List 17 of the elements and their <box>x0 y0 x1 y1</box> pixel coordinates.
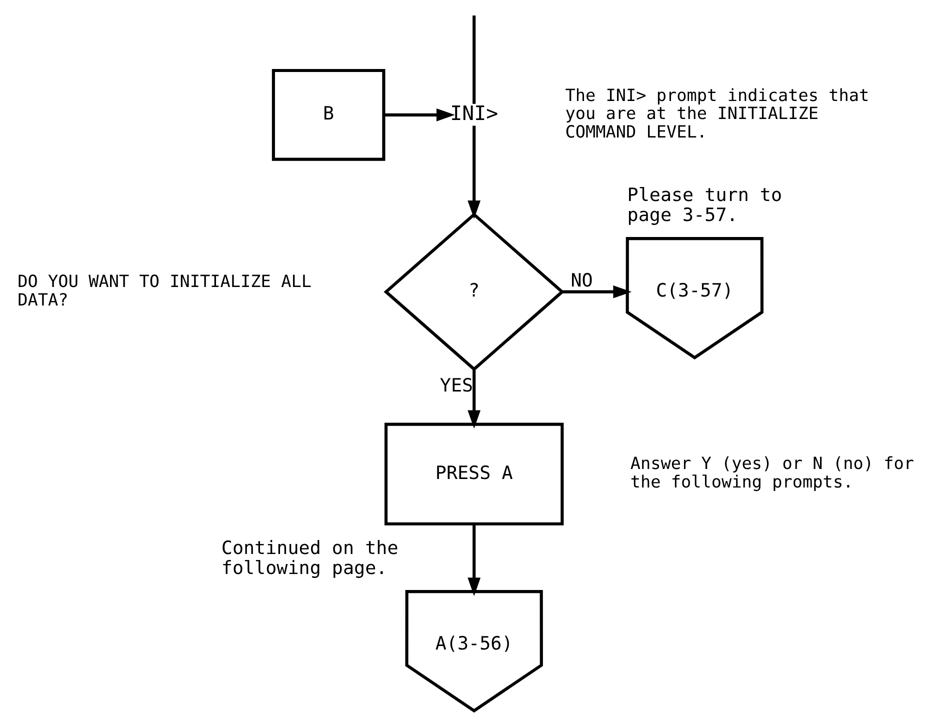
arrow <box>384 108 455 122</box>
node-label: Please turn to page 3-57. <box>627 184 782 226</box>
edge-label: NO <box>570 270 593 292</box>
node-text: INI> <box>450 102 498 126</box>
arrow <box>468 369 481 429</box>
node-box: PRESS A <box>384 422 564 526</box>
arrow <box>468 126 481 219</box>
arrow <box>562 285 632 298</box>
node-label: Continued on the following page. <box>221 538 398 579</box>
label: DO YOU WANT TO INITIALIZE ALL DATA? <box>18 270 312 310</box>
node-box: B <box>272 68 386 161</box>
label: Answer Y (yes) or N (no) for the following prompts. <box>630 453 914 492</box>
connector <box>472 15 476 104</box>
label: The INI> prompt indicates that you are at the INITIALIZE COMMAND LEVEL. <box>565 84 870 142</box>
edge-label: YES <box>440 375 474 396</box>
node-diamond: ? <box>384 212 564 372</box>
arrow <box>468 524 481 596</box>
